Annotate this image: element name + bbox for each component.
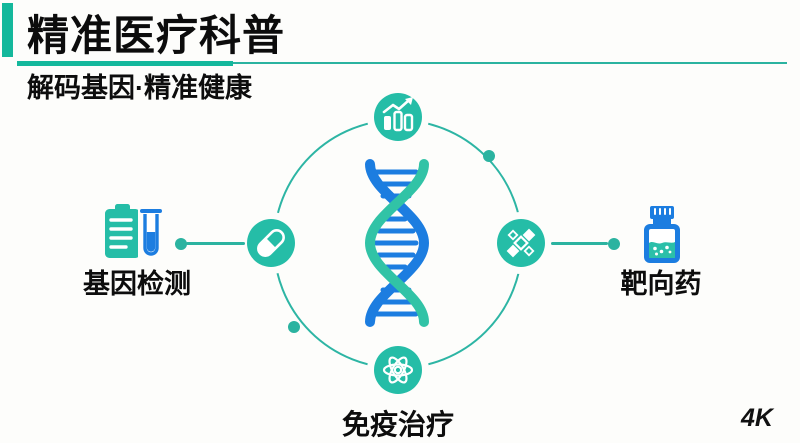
node-medication	[247, 219, 295, 267]
connector-line-right	[551, 242, 608, 245]
node-therapy	[374, 346, 422, 394]
ring-dot-sw	[288, 321, 300, 333]
molecule-diamonds-icon	[506, 228, 536, 258]
node-statistics	[374, 93, 422, 141]
connector-dot-left	[175, 238, 187, 250]
page-title: 精准医疗科普	[27, 12, 286, 59]
dna-strand-teal	[364, 159, 429, 327]
capsule-icon	[257, 229, 285, 257]
label-immunotherapy: 免疫治疗	[341, 409, 454, 440]
title-underline-thin	[233, 62, 787, 64]
page-subtitle: 解码基因·精准健康	[27, 73, 252, 103]
title-underline-thick	[17, 61, 233, 66]
bar-chart-trend-icon	[382, 97, 414, 132]
watermark-4k: 4K	[741, 404, 773, 432]
title-accent-bar	[2, 3, 13, 57]
label-gene-testing: 基因检测	[83, 269, 191, 299]
label-targeted-drug: 靶向药	[620, 269, 702, 299]
test-report-tube-icon	[105, 204, 162, 261]
medicine-bottle-icon	[644, 206, 680, 263]
infographic-page: { "header": { "title": "精准医疗科普", "subtit…	[2, 3, 787, 440]
atom-icon	[382, 356, 414, 384]
node-targeting	[497, 219, 545, 267]
ring-dot-ne	[483, 150, 495, 162]
connector-dot-right	[608, 238, 620, 250]
dna-helix-icon	[364, 159, 430, 327]
connector-line-left	[186, 242, 245, 245]
dna-strand-blue	[365, 159, 430, 327]
